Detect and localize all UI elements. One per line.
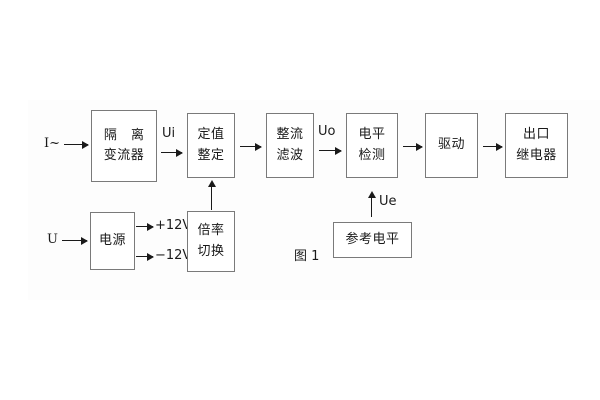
rail-negative-label: −12V — [155, 248, 192, 263]
arrow-setpoint-to-rectifier — [240, 142, 262, 151]
arrow-rail-positive — [136, 222, 154, 231]
arrow-current-to-isolator — [64, 140, 89, 149]
current-input-label: I~ — [44, 136, 61, 151]
block-line: 倍率 — [197, 223, 225, 239]
block-line: 隔 离 — [103, 127, 150, 143]
block-line: 检测 — [358, 147, 386, 163]
block-line: 定值 — [197, 127, 225, 143]
arrow-isolator-to-setpoint — [161, 148, 183, 157]
block-line: 驱动 — [437, 137, 465, 153]
signal-uo-label: Uo — [318, 124, 336, 139]
block-multiplier-switch: 倍率 切换 — [187, 211, 235, 272]
signal-ui-label: Ui — [162, 126, 176, 141]
block-power-supply: 电源 — [90, 212, 135, 270]
figure-caption: 图 1 — [294, 249, 320, 264]
arrow-level-to-driver — [403, 142, 423, 151]
block-line: 出口 — [522, 127, 550, 143]
arrow-driver-to-output-relay — [483, 142, 503, 151]
block-line: 切换 — [197, 243, 225, 259]
arrow-voltage-to-power-supply — [62, 236, 88, 245]
voltage-input-label: U — [47, 232, 58, 247]
block-setpoint-setting: 定值 整定 — [187, 113, 235, 178]
block-line: 整定 — [197, 147, 225, 163]
block-line: 整流 — [276, 127, 304, 143]
block-reference-level: 参考电平 — [333, 222, 412, 258]
arrow-multiplier-to-setpoint — [207, 180, 216, 210]
block-line: 电平 — [358, 127, 386, 143]
rail-positive-label: +12V — [155, 218, 192, 233]
arrow-rectifier-to-level — [319, 146, 342, 155]
block-driver: 驱动 — [425, 113, 478, 178]
block-rectifier-filter: 整流 滤波 — [266, 113, 314, 178]
signal-ue-label: Ue — [379, 194, 397, 209]
block-level-detection: 电平 检测 — [346, 113, 398, 178]
block-line: 参考电平 — [345, 231, 400, 247]
block-output-relay: 出口 继电器 — [505, 113, 568, 178]
arrow-reference-to-level — [367, 191, 376, 217]
block-line: 滤波 — [276, 147, 304, 163]
block-line: 继电器 — [516, 147, 557, 163]
block-line: 电源 — [98, 232, 126, 248]
arrow-rail-negative — [136, 252, 154, 261]
block-line: 变流器 — [103, 148, 145, 163]
block-isolating-transformer: 隔 离 变流器 — [91, 110, 157, 182]
